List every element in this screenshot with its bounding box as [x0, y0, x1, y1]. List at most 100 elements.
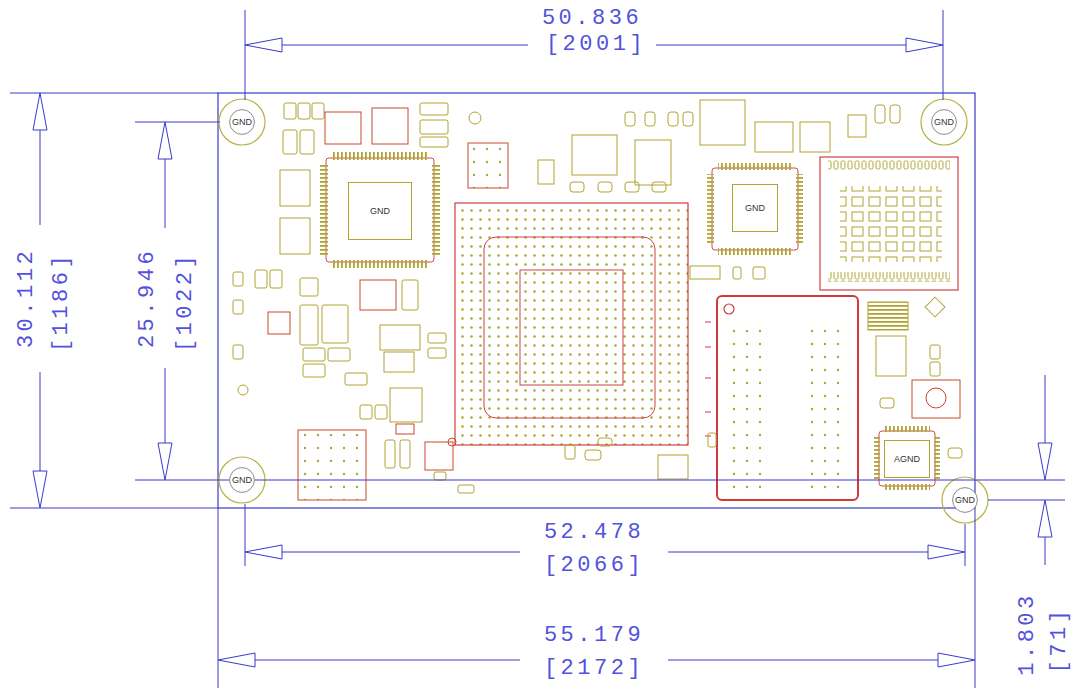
- arrowhead: [928, 545, 965, 559]
- smd-part: [848, 115, 866, 137]
- arrowhead: [938, 653, 975, 667]
- board-outline: [218, 93, 975, 508]
- qfn-pins: [718, 163, 792, 170]
- arrowhead: [218, 653, 255, 667]
- smd-part: [420, 120, 448, 134]
- arrowhead: [1038, 500, 1052, 537]
- smd-part: [890, 105, 900, 123]
- smd-part: [298, 103, 310, 119]
- rf-connector: [912, 380, 960, 418]
- dimension-line: [282, 552, 928, 553]
- smd-part: [385, 440, 395, 468]
- thermal-pad: GND: [348, 182, 412, 240]
- smd-part: [428, 348, 446, 358]
- net-name: GND: [370, 207, 390, 216]
- smd-part: [322, 305, 348, 343]
- extension-line: [218, 508, 975, 688]
- module-pads: [828, 272, 950, 282]
- inductor: [325, 112, 361, 144]
- smd-part: [668, 112, 678, 126]
- regulator: [380, 325, 420, 350]
- smd-part: [538, 160, 554, 184]
- transistor: [572, 135, 617, 175]
- hole-ring: [932, 110, 957, 135]
- crystal: [425, 442, 453, 470]
- dimension-value: 25.946: [136, 245, 160, 351]
- smd-part: [585, 450, 601, 460]
- smd-part: [930, 362, 940, 376]
- regulator: [384, 352, 414, 372]
- module-outline: [717, 296, 858, 500]
- smd-part: [303, 348, 325, 361]
- qfn-body: [712, 168, 798, 250]
- smd-part: [284, 103, 296, 119]
- pin-one-mark: [448, 438, 456, 446]
- smd-part: [948, 448, 962, 458]
- arrowhead: [906, 38, 943, 52]
- hole-ring: [230, 110, 255, 135]
- qfn-middle: [707, 163, 803, 255]
- smd-part: [233, 272, 243, 286]
- mounting-ring: [942, 477, 988, 523]
- connector: [298, 430, 366, 500]
- arrowhead: [245, 545, 282, 559]
- radio-module: [820, 157, 958, 290]
- qfn-pins: [884, 484, 930, 490]
- qfn-pins: [934, 437, 940, 481]
- thermal-pad: AGND: [884, 440, 930, 478]
- qfn-body: [879, 431, 935, 486]
- net-name: GND: [232, 118, 252, 127]
- qfn-body: [326, 158, 434, 262]
- smd-part: [360, 405, 372, 419]
- arrowhead: [158, 122, 172, 159]
- smd-part: [753, 267, 765, 279]
- mounting-ring: [219, 99, 265, 145]
- net-name: GND: [955, 496, 975, 505]
- qfn-pins: [884, 426, 930, 432]
- smd-part: [880, 398, 894, 408]
- smd-part: [733, 267, 741, 279]
- smd-part: [300, 278, 318, 296]
- smd-part: [255, 270, 267, 288]
- bga-outline: [455, 203, 688, 445]
- smd-part: [570, 182, 584, 192]
- hole-ring: [230, 468, 255, 493]
- dimension-value: 52.478: [541, 521, 647, 545]
- ic-package: [876, 336, 906, 376]
- smd-part: [300, 305, 318, 345]
- smd-part: [402, 280, 418, 310]
- qfn-pins: [796, 174, 803, 244]
- extension-line: [135, 122, 1065, 480]
- inductor: [390, 388, 422, 422]
- fiducial: [469, 112, 481, 124]
- arrowhead: [158, 443, 172, 480]
- capacitor: [280, 170, 310, 206]
- module-balls: [728, 322, 768, 492]
- dimension-line: [165, 159, 166, 443]
- capacitor: [280, 218, 310, 254]
- dimension-inch: [1186]: [50, 249, 74, 355]
- inductor: [800, 122, 830, 152]
- inductor: [755, 122, 793, 152]
- arrowhead: [1038, 443, 1052, 480]
- arrowhead: [33, 471, 47, 508]
- qfn-left: [320, 152, 440, 268]
- smd-part: [312, 103, 324, 119]
- extension-line: [10, 93, 218, 508]
- smd-part: [420, 103, 448, 115]
- mounting-hole: GND: [229, 467, 255, 493]
- pin-one-mark: [724, 304, 734, 314]
- ic-package: [468, 143, 508, 188]
- smd-part: [625, 182, 639, 192]
- dimension-inch: [1022]: [174, 249, 198, 355]
- module-outline: [820, 157, 958, 290]
- transistor: [658, 455, 688, 479]
- smd-part: [268, 312, 290, 334]
- module-pads: [840, 186, 942, 262]
- extension-line: [988, 500, 1065, 501]
- net-name: AGND: [894, 455, 920, 464]
- smd-part: [283, 130, 297, 154]
- ic-package: [868, 302, 908, 330]
- smd-part: [233, 300, 243, 314]
